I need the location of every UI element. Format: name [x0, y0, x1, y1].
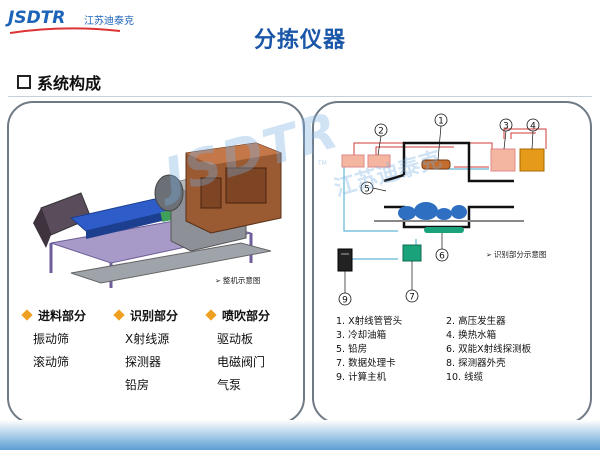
- marker-4: 4: [530, 122, 536, 132]
- category-item: 探测器: [125, 355, 162, 369]
- legend-item: 4. 换热水箱: [446, 330, 497, 341]
- diagram-caption-text: 识别部分示意图: [493, 250, 547, 259]
- category-item: 铅房: [125, 378, 150, 392]
- company-logo: JSDTR 江苏迪泰克: [8, 8, 158, 34]
- header-divider: [8, 96, 592, 97]
- legend-item: 9. 计算主机: [336, 372, 387, 383]
- category-item: 气泵: [217, 378, 242, 392]
- section-title: 系统构成: [37, 74, 102, 93]
- legend-item: 8. 探测器外壳: [446, 358, 506, 369]
- marker-3: 3: [503, 122, 509, 132]
- diagram-caption: ➢识别部分示意图: [486, 249, 546, 260]
- category-header: 进料部分: [21, 306, 113, 324]
- machine-caption: ➢整机示意图: [215, 275, 260, 286]
- category-label: 识别部分: [130, 308, 179, 323]
- legend-item: 2. 高压发生器: [446, 316, 506, 327]
- marker-6: 6: [439, 252, 445, 262]
- logo-swoosh-icon: [10, 27, 120, 34]
- recognition-panel: 1 2 3 4 5 6 7 9 ➢识别部分示意图 1. X射线管管头 2. 高压…: [312, 101, 592, 424]
- machine-illustration: [33, 142, 282, 288]
- page-title: 分拣仪器: [253, 28, 346, 53]
- orange-diamond-icon: [205, 309, 217, 321]
- category-item: 滚动筛: [33, 355, 70, 369]
- section-heading: 系统构成: [17, 70, 101, 94]
- watermark-tm: TM: [318, 160, 327, 167]
- category-feeding: 进料部分 振动筛 滚动筛: [21, 306, 113, 374]
- category-blowing: 喷吹部分 驱动板 电磁阀门 气泵: [205, 306, 297, 397]
- recognition-diagram: 1 2 3 4 5 6 7 9: [337, 113, 547, 306]
- marker-7: 7: [409, 293, 415, 303]
- legend-item: 1. X射线管管头: [336, 316, 403, 327]
- legend-item: 10. 线缆: [446, 372, 484, 383]
- marker-1: 1: [438, 117, 444, 127]
- marker-2: 2: [378, 127, 384, 137]
- orange-diamond-icon: [113, 309, 125, 321]
- orange-diamond-icon: [21, 309, 33, 321]
- component-categories: 进料部分 振动筛 滚动筛 识别部分 X射线源 探测器 铅房: [21, 306, 291, 406]
- category-item: 电磁阀门: [217, 355, 266, 369]
- category-item: 驱动板: [217, 332, 254, 346]
- legend-item: 7. 数据处理卡: [336, 358, 396, 369]
- arrow-caption-icon: ➢: [215, 277, 221, 285]
- category-header: 识别部分: [113, 306, 205, 324]
- legend-item: 3. 冷却油箱: [336, 330, 387, 341]
- arrow-caption-icon: ➢: [486, 251, 492, 259]
- legend-item: 5. 铅房: [336, 344, 368, 355]
- marker-5: 5: [364, 185, 370, 195]
- machine-panel: ➢整机示意图 进料部分 振动筛 滚动筛 识别部分 X射线源: [7, 101, 305, 424]
- hollow-square-icon: [17, 75, 31, 89]
- category-recognition: 识别部分 X射线源 探测器 铅房: [113, 306, 205, 397]
- legend-item: 6. 双能X射线探测板: [446, 344, 532, 355]
- category-label: 进料部分: [38, 308, 87, 323]
- footer-gradient: [0, 420, 600, 450]
- category-label: 喷吹部分: [222, 308, 271, 323]
- category-item: X射线源: [125, 332, 170, 346]
- logo-text: JSDTR: [8, 8, 66, 28]
- marker-9: 9: [342, 296, 348, 306]
- category-item: 振动筛: [33, 332, 70, 346]
- machine-caption-text: 整机示意图: [222, 276, 261, 285]
- category-header: 喷吹部分: [205, 306, 297, 324]
- logo-chinese-text: 江苏迪泰克: [84, 16, 134, 27]
